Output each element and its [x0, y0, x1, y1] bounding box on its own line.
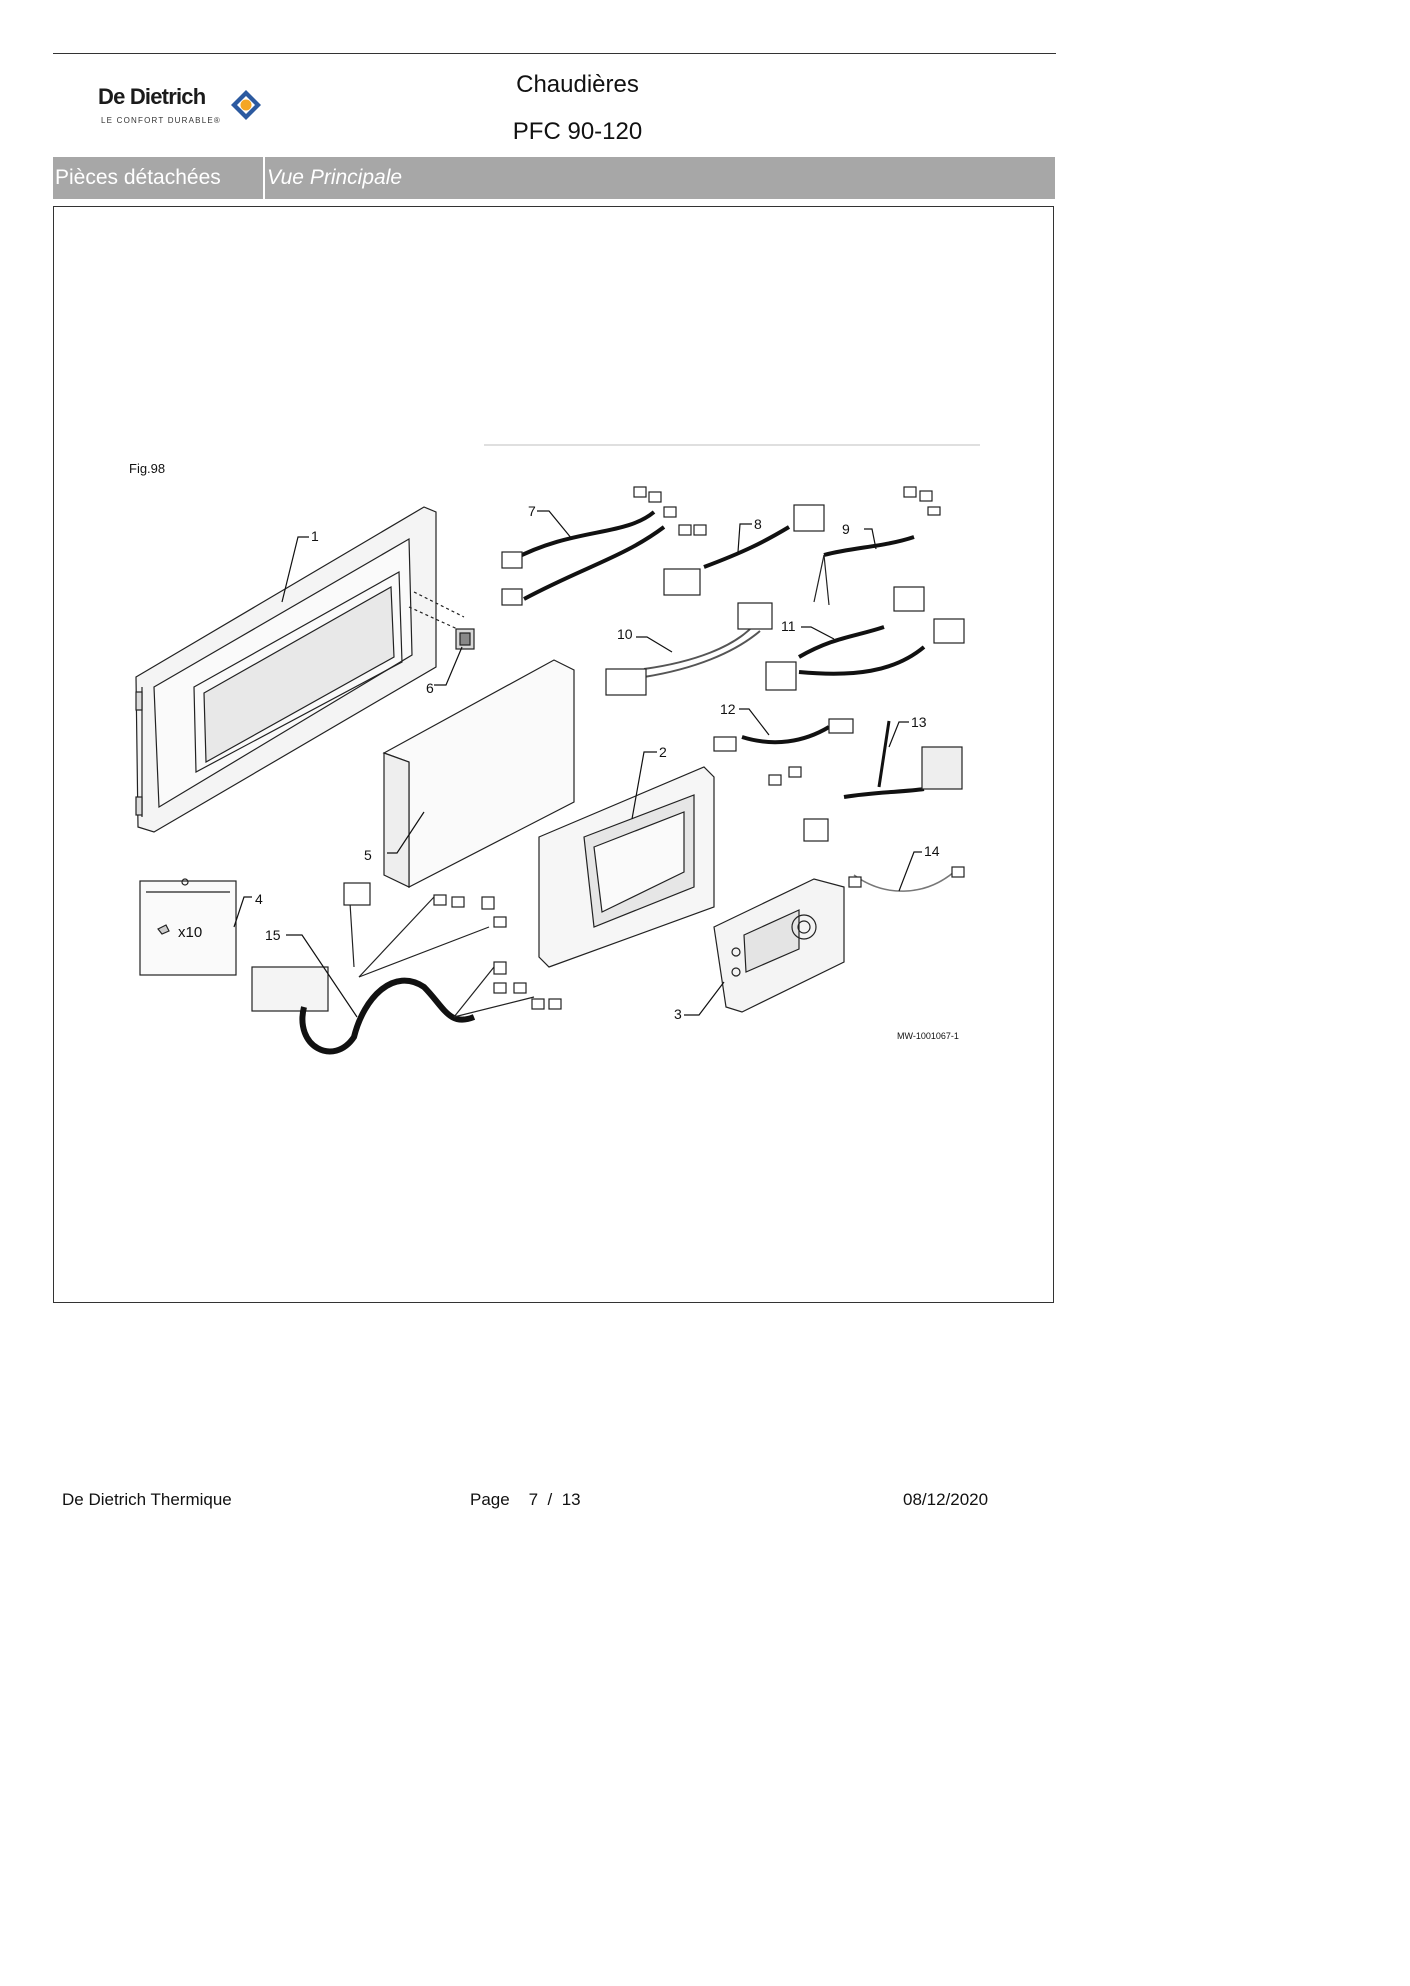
- brand-name: De Dietrich: [98, 84, 206, 109]
- callout-3: 3: [674, 1006, 682, 1022]
- section-bar: Pièces détachées Vue Principale: [53, 157, 1055, 199]
- callout-1: 1: [311, 528, 319, 544]
- brand-logo: De Dietrich LE CONFORT DURABLE®: [98, 84, 278, 134]
- page-current: 7: [528, 1490, 539, 1509]
- header-rule: [53, 53, 1056, 54]
- part-control-housing: [538, 766, 715, 968]
- footer-date: 08/12/2020: [903, 1490, 989, 1509]
- view-label: Vue Principale: [267, 166, 403, 189]
- part-door-panel: [135, 506, 465, 833]
- footer-page-number: Page 7 / 13: [470, 1490, 581, 1510]
- section-separator: [263, 157, 265, 199]
- callout-13: 13: [911, 714, 927, 730]
- exploded-view-diagram: Fig.98 MW-1001067-1 x10 1 2 3 4 5 6 7 8 …: [129, 444, 980, 1055]
- cable-harnesses: [501, 486, 965, 892]
- document-model: PFC 90-120: [512, 118, 643, 145]
- callout-11: 11: [781, 618, 796, 634]
- callout-14: 14: [924, 843, 940, 859]
- document-title: Chaudières: [516, 71, 639, 98]
- callout-15: 15: [265, 927, 281, 943]
- part-display-module: [713, 878, 845, 1013]
- part-screw-bag: [139, 878, 237, 976]
- callout-5: 5: [364, 847, 372, 863]
- part-switch: [455, 628, 475, 650]
- callout-2: 2: [659, 744, 667, 760]
- callout-8: 8: [754, 516, 762, 532]
- callout-6: 6: [426, 680, 434, 696]
- callout-4: 4: [255, 891, 263, 907]
- figure-reference: MW-1001067-1: [897, 1031, 959, 1041]
- figure-caption: Fig.98: [129, 461, 165, 476]
- brand-tagline: LE CONFORT DURABLE®: [101, 116, 221, 125]
- logo-diamond-icon: [231, 90, 261, 120]
- part-main-harness: [251, 882, 562, 1055]
- callout-12: 12: [720, 701, 736, 717]
- quantity-note: x10: [178, 924, 202, 941]
- callout-10: 10: [617, 626, 633, 642]
- page-label: Page: [470, 1490, 510, 1509]
- callout-7: 7: [528, 503, 536, 519]
- callout-9: 9: [842, 521, 850, 537]
- callout-leaders: [233, 510, 922, 1018]
- callout-numbers: 1 2 3 4 5 6 7 8 9 10 11 12 13 14 15: [255, 503, 940, 1022]
- page-separator: /: [547, 1490, 553, 1509]
- section-label: Pièces détachées: [55, 166, 221, 189]
- page-total: 13: [561, 1490, 581, 1509]
- footer-company: De Dietrich Thermique: [62, 1490, 232, 1509]
- figure-frame: Fig.98 MW-1001067-1 x10 1 2 3 4 5 6 7 8 …: [53, 206, 1054, 1303]
